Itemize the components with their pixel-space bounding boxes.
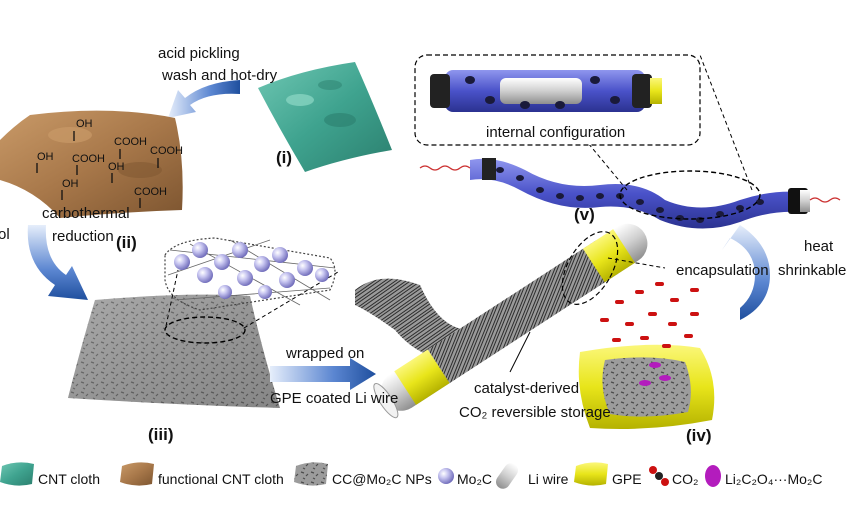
chem-oh: OH — [76, 118, 93, 130]
legend-label-co2: CO₂ — [672, 471, 699, 487]
legend-label-functional-cnt-cloth: functional CNT cloth — [158, 471, 284, 487]
left-cut-text-2: ol — [0, 226, 10, 243]
panel-label-iv: (iv) — [686, 426, 712, 445]
legend-icons — [0, 462, 721, 489]
cnt-cloth-swatch — [0, 462, 34, 486]
chem-oh: OH — [108, 161, 125, 173]
gpe-li-wire-label: GPE coated Li wire — [270, 390, 399, 407]
functional-cloth-swatch — [120, 462, 154, 486]
cc-mo2c-sheet — [68, 294, 280, 408]
mo2c-sphere — [438, 468, 454, 484]
li2c2o4-ellipse — [705, 465, 721, 487]
pointer-line — [607, 257, 666, 269]
cc-mo2c-swatch — [294, 462, 328, 486]
acid-pickling-arrow — [168, 80, 240, 118]
panel-label-v: (v) — [574, 205, 595, 224]
panel-label-iii: (iii) — [148, 425, 174, 444]
chem-group-sticks — [36, 131, 159, 208]
encapsulation-label: encapsulation — [676, 262, 769, 279]
gpe-film — [578, 344, 715, 429]
zoom-line — [587, 142, 628, 191]
zoom-line — [165, 269, 179, 327]
panel-label-i: (i) — [276, 148, 293, 167]
zoom-ellipse-wire — [561, 231, 619, 305]
chem-oh: OH — [37, 151, 54, 163]
shrinkable-label: shrinkable t — [778, 262, 850, 279]
gpe-swatch — [574, 462, 608, 486]
zoom-line — [699, 54, 753, 191]
heat-shrink-arrow — [722, 225, 770, 320]
zoom-ellipse-iii — [164, 316, 246, 344]
functional-cnt-cloth-sheet — [0, 110, 183, 218]
mo2c-nanotube-inset — [164, 237, 336, 311]
chem-cooh: COOH — [134, 186, 167, 198]
reduction-label: reduction — [52, 228, 114, 245]
legend-label-li2c2o4: Li₂C₂O₄···Mo₂C — [725, 471, 823, 487]
co2-molecules — [600, 282, 699, 348]
chem-oh: OH — [62, 178, 79, 190]
chem-cooh: COOH — [72, 153, 105, 165]
co2-storage-label: CO₂ reversible storage — [459, 404, 611, 421]
carbothermal-label: carbothermal — [42, 205, 130, 222]
carbothermal-arrow — [27, 225, 88, 300]
acid-label-line1: acid pickling — [158, 45, 240, 62]
internal-config-label: internal configuration — [486, 124, 626, 141]
wrapped-on-label: wrapped on — [286, 345, 365, 362]
acid-label-line2: wash and hot-dry — [162, 67, 278, 84]
cnt-fiber-ribbon — [355, 278, 470, 360]
legend-label-mo2c: Mo₂C — [457, 471, 492, 487]
legend-label-cnt-cloth: CNT cloth — [38, 471, 100, 487]
legend-label-li-wire: Li wire — [528, 471, 569, 487]
zoom-ellipse-v — [619, 170, 761, 220]
heat-label: heat — [804, 238, 834, 255]
pointer-line — [509, 331, 531, 373]
chem-cooh: COOH — [150, 145, 183, 157]
chem-cooh: COOH — [114, 136, 147, 148]
internal-cell-drawing — [430, 70, 662, 112]
legend-label-cc-mo2c: CC@Mo₂C NPs — [332, 471, 432, 487]
panel-label-ii: (ii) — [116, 233, 137, 252]
wrapped-li-wire — [373, 223, 648, 419]
cnt-cloth-sheet — [258, 62, 392, 172]
li-wire — [495, 463, 519, 489]
wrapped-on-arrow — [270, 358, 376, 390]
catalyst-label: catalyst-derived — [474, 380, 580, 397]
co2-molecule — [649, 466, 669, 486]
flexible-battery — [419, 158, 841, 229]
legend-label-gpe: GPE — [612, 471, 642, 487]
